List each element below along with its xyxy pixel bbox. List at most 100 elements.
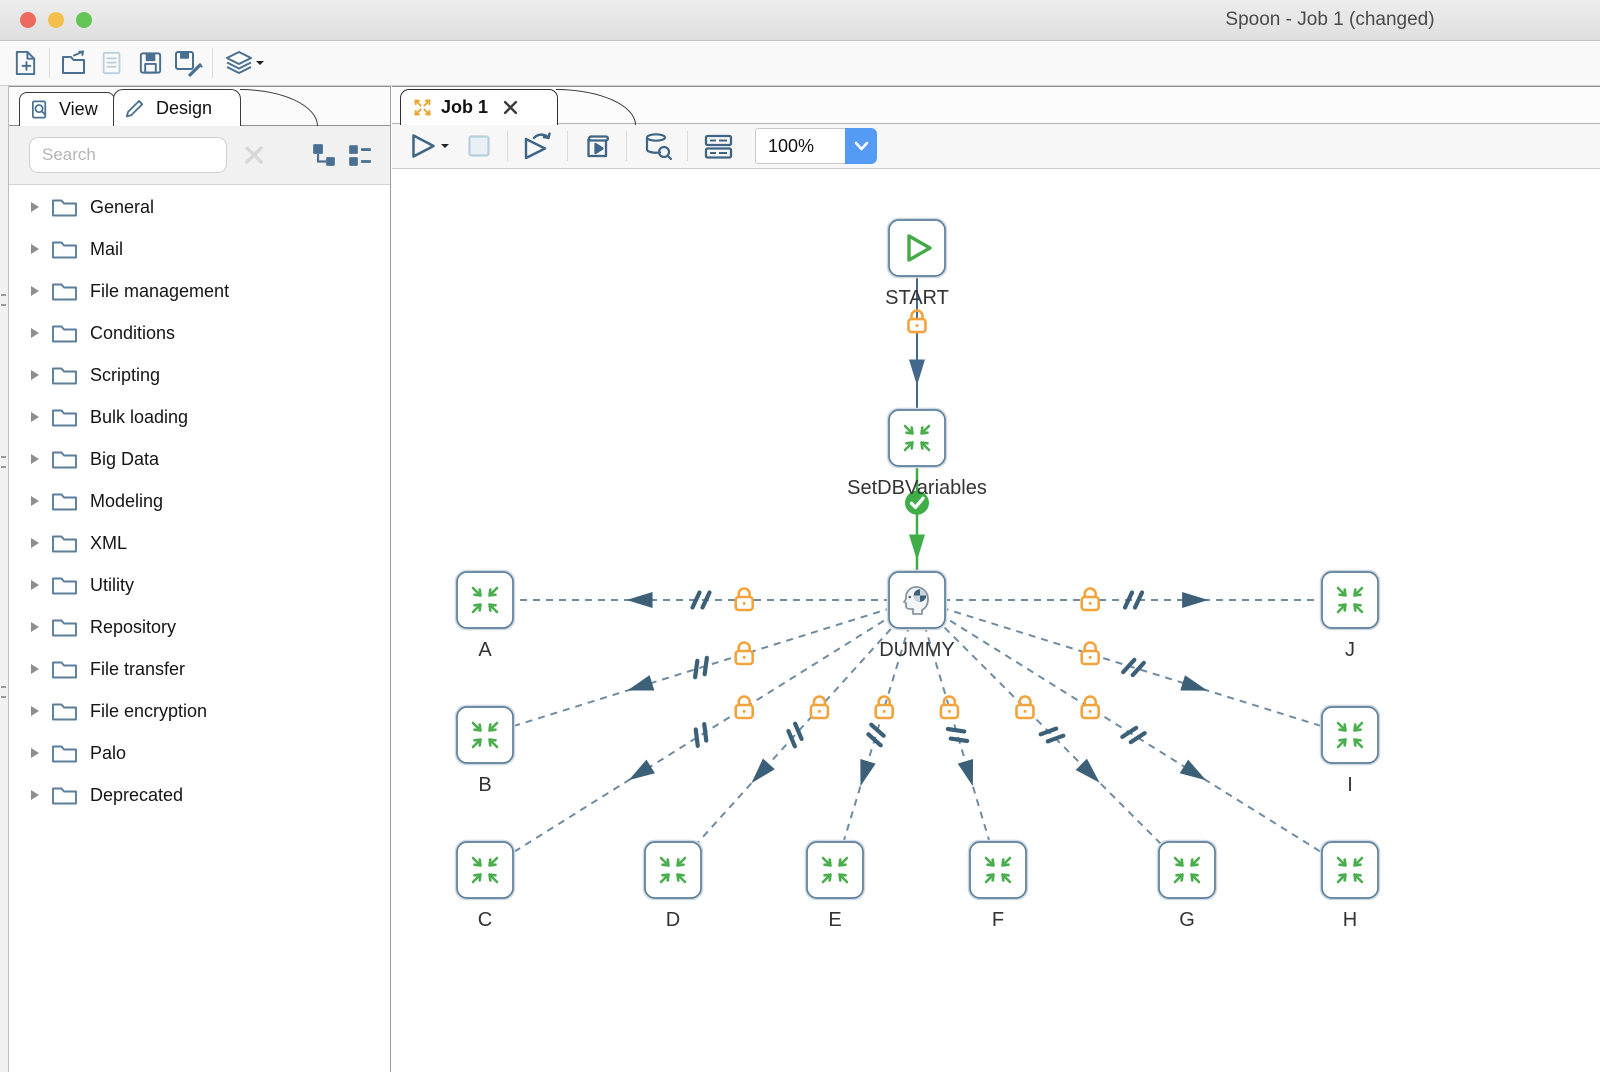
sidebar-folder-palo[interactable]: Palo — [9, 732, 390, 774]
document-list-button[interactable] — [93, 44, 131, 82]
sidebar-folder-mail[interactable]: Mail — [9, 228, 390, 270]
sidebar-folder-file-encryption[interactable]: File encryption — [9, 690, 390, 732]
sidebar-folder-repository[interactable]: Repository — [9, 606, 390, 648]
show-results-button[interactable] — [695, 127, 741, 165]
sidebar-folder-file-transfer[interactable]: File transfer — [9, 648, 390, 690]
maximize-window-button[interactable] — [76, 12, 92, 28]
job-node-C[interactable] — [456, 841, 514, 899]
sidebar-folder-file-management[interactable]: File management — [9, 270, 390, 312]
tab-view[interactable]: View — [19, 92, 115, 126]
sidebar-folder-xml[interactable]: XML — [9, 522, 390, 564]
job-node-D[interactable] — [644, 841, 702, 899]
hop-lock-icon[interactable] — [1015, 695, 1035, 720]
save-button[interactable] — [131, 44, 169, 82]
hop-DUMMY-H[interactable] — [916, 599, 1351, 871]
close-tab-icon[interactable] — [503, 100, 518, 115]
job-node-E[interactable] — [806, 841, 864, 899]
sidebar-folder-general[interactable]: General — [9, 186, 390, 228]
hop-lock-icon[interactable] — [809, 695, 830, 720]
expand-triangle-icon[interactable] — [31, 622, 39, 632]
hop-arrowhead-icon — [1179, 759, 1206, 781]
sidebar-folder-deprecated[interactable]: Deprecated — [9, 774, 390, 816]
list-view-icon[interactable] — [347, 143, 373, 172]
hop-DUMMY-I[interactable] — [916, 599, 1351, 736]
run-button[interactable] — [402, 127, 456, 165]
zoom-control — [755, 128, 877, 164]
folder-label: Conditions — [90, 322, 176, 343]
hop-arrowhead-icon — [909, 534, 925, 561]
expand-triangle-icon[interactable] — [31, 748, 39, 758]
hop-arrowhead-icon — [1182, 592, 1209, 608]
stop-button[interactable] — [458, 127, 500, 165]
hop-DUMMY-D[interactable] — [672, 599, 918, 871]
sidebar-folder-big-data[interactable]: Big Data — [9, 438, 390, 480]
folder-label: General — [90, 196, 155, 217]
expand-triangle-icon[interactable] — [31, 370, 39, 380]
layers-icon — [225, 50, 252, 74]
job-node-B[interactable] — [456, 706, 514, 764]
folder-label: Mail — [90, 238, 124, 259]
hop-lock-icon[interactable] — [1080, 587, 1100, 612]
toolbar-separator — [212, 48, 213, 78]
verify-database-button[interactable] — [634, 127, 680, 165]
sidebar-folder-scripting[interactable]: Scripting — [9, 354, 390, 396]
replay-button[interactable] — [515, 127, 560, 165]
expand-triangle-icon[interactable] — [31, 538, 39, 548]
expand-triangle-icon[interactable] — [31, 412, 39, 422]
hop-lock-icon[interactable] — [734, 695, 755, 720]
tab-job-1[interactable]: Job 1 — [400, 89, 558, 125]
search-input[interactable] — [29, 137, 227, 173]
hop-lock-icon[interactable] — [939, 695, 960, 720]
job-node-A[interactable] — [456, 571, 514, 629]
expand-triangle-icon[interactable] — [31, 286, 39, 296]
expand-triangle-icon[interactable] — [31, 664, 39, 674]
expand-triangle-icon[interactable] — [31, 202, 39, 212]
minimize-window-button[interactable] — [48, 12, 64, 28]
sidebar-folder-modeling[interactable]: Modeling — [9, 480, 390, 522]
job-node-START[interactable] — [888, 219, 946, 277]
new-file-button[interactable] — [6, 44, 44, 82]
job-node-F[interactable] — [969, 841, 1027, 899]
expand-triangle-icon[interactable] — [31, 790, 39, 800]
save-as-button[interactable] — [169, 44, 207, 82]
tree-view-icon[interactable] — [311, 143, 337, 172]
hop-lock-icon[interactable] — [734, 641, 755, 666]
perspectives-button[interactable] — [218, 44, 270, 82]
hop-success-check-icon[interactable] — [905, 490, 929, 515]
tab-design[interactable]: Design — [113, 89, 241, 126]
folder-label: File encryption — [90, 700, 208, 721]
job-node-SetDBVariables[interactable] — [888, 409, 946, 467]
job-node-I[interactable] — [1321, 706, 1379, 764]
hop-DUMMY-B[interactable] — [484, 599, 918, 736]
sidebar-folder-utility[interactable]: Utility — [9, 564, 390, 606]
sidebar-folder-bulk-loading[interactable]: Bulk loading — [9, 396, 390, 438]
hop-DUMMY-C[interactable] — [484, 599, 918, 871]
close-window-button[interactable] — [20, 12, 36, 28]
hop-lock-icon[interactable] — [874, 695, 895, 720]
job-node-J[interactable] — [1321, 571, 1379, 629]
folder-icon — [52, 535, 77, 553]
clear-search-icon[interactable] — [243, 144, 265, 171]
hop-DUMMY-E[interactable] — [834, 599, 918, 871]
hop-lock-icon[interactable] — [907, 309, 927, 334]
zoom-dropdown-button[interactable] — [845, 128, 877, 164]
expand-triangle-icon[interactable] — [31, 706, 39, 716]
expand-triangle-icon[interactable] — [31, 454, 39, 464]
expand-triangle-icon[interactable] — [31, 328, 39, 338]
hop-DUMMY-F[interactable] — [916, 599, 999, 871]
hop-lock-icon[interactable] — [1080, 641, 1100, 666]
job-node-G[interactable] — [1158, 841, 1216, 899]
hop-DUMMY-G[interactable] — [916, 599, 1188, 871]
job-node-H[interactable] — [1321, 841, 1379, 899]
hop-lock-icon[interactable] — [1080, 695, 1100, 720]
expand-triangle-icon[interactable] — [31, 580, 39, 590]
job-metrics-button[interactable] — [575, 127, 619, 165]
hop-lock-icon[interactable] — [734, 587, 755, 612]
expand-triangle-icon[interactable] — [31, 496, 39, 506]
job-expand-arrows-icon — [414, 99, 431, 116]
open-file-button[interactable] — [55, 44, 93, 82]
zoom-input[interactable] — [755, 128, 845, 164]
expand-triangle-icon[interactable] — [31, 244, 39, 254]
sidebar-folder-conditions[interactable]: Conditions — [9, 312, 390, 354]
